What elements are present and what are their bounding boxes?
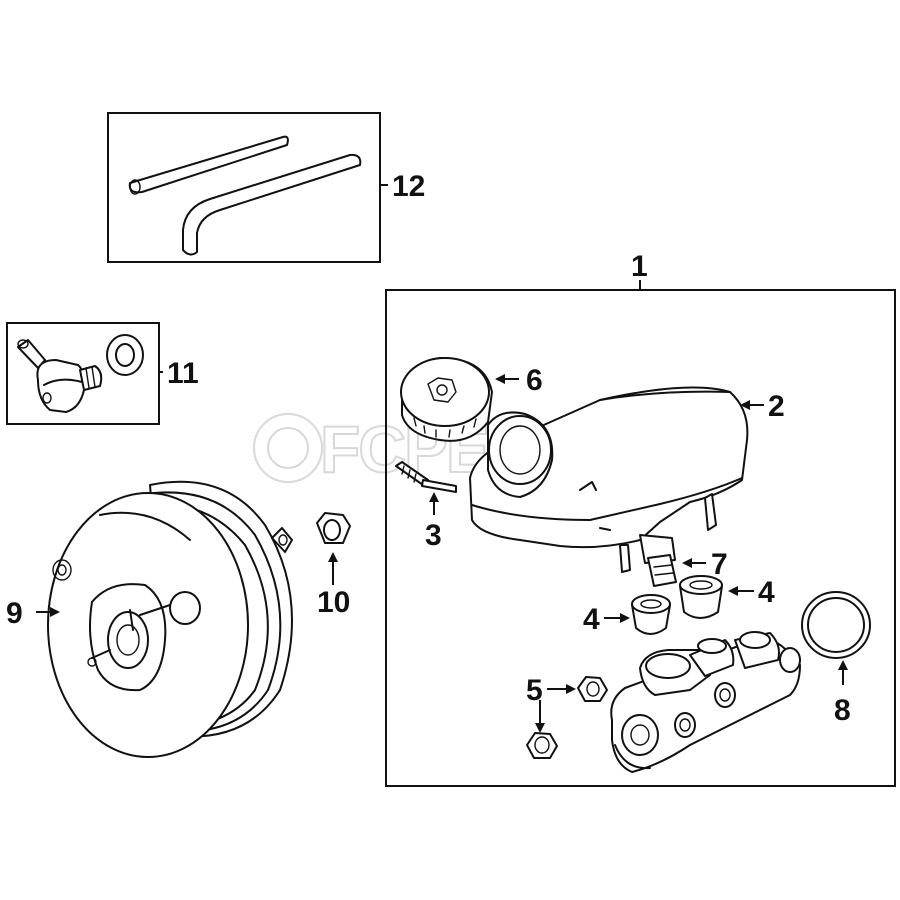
callout-9: 9 — [6, 597, 23, 630]
vacuum-hose-part — [128, 135, 362, 256]
reservoir-cap-part — [400, 357, 493, 442]
master-cylinder-nut-part — [526, 676, 608, 759]
callout-5: 5 — [526, 674, 543, 707]
fluid-reservoir-part — [469, 386, 749, 573]
callout-7: 7 — [711, 548, 728, 581]
callout-1: 1 — [631, 250, 648, 283]
callout-11: 11 — [167, 357, 199, 390]
check-valve-part — [17, 334, 144, 413]
retaining-pin-part — [395, 461, 457, 493]
level-sensor-part — [647, 554, 677, 587]
master-cylinder-part — [610, 631, 801, 773]
leader-lines — [36, 184, 848, 733]
reservoir-seal-part-b — [679, 575, 723, 619]
callout-4-right: 4 — [758, 576, 775, 609]
callout-4-left: 4 — [583, 603, 600, 636]
callout-2: 2 — [768, 390, 785, 423]
callout-10: 10 — [317, 586, 350, 619]
valve-kit-box — [6, 322, 160, 425]
o-ring-part — [801, 591, 871, 659]
callout-8: 8 — [834, 694, 851, 727]
callout-3: 3 — [425, 519, 442, 552]
brake-booster-part — [47, 480, 293, 758]
callout-6: 6 — [526, 364, 543, 397]
callout-12: 12 — [392, 170, 425, 203]
reservoir-seal-part-a — [631, 594, 671, 635]
booster-nut-part — [316, 512, 351, 544]
hose-kit-box — [107, 112, 381, 263]
